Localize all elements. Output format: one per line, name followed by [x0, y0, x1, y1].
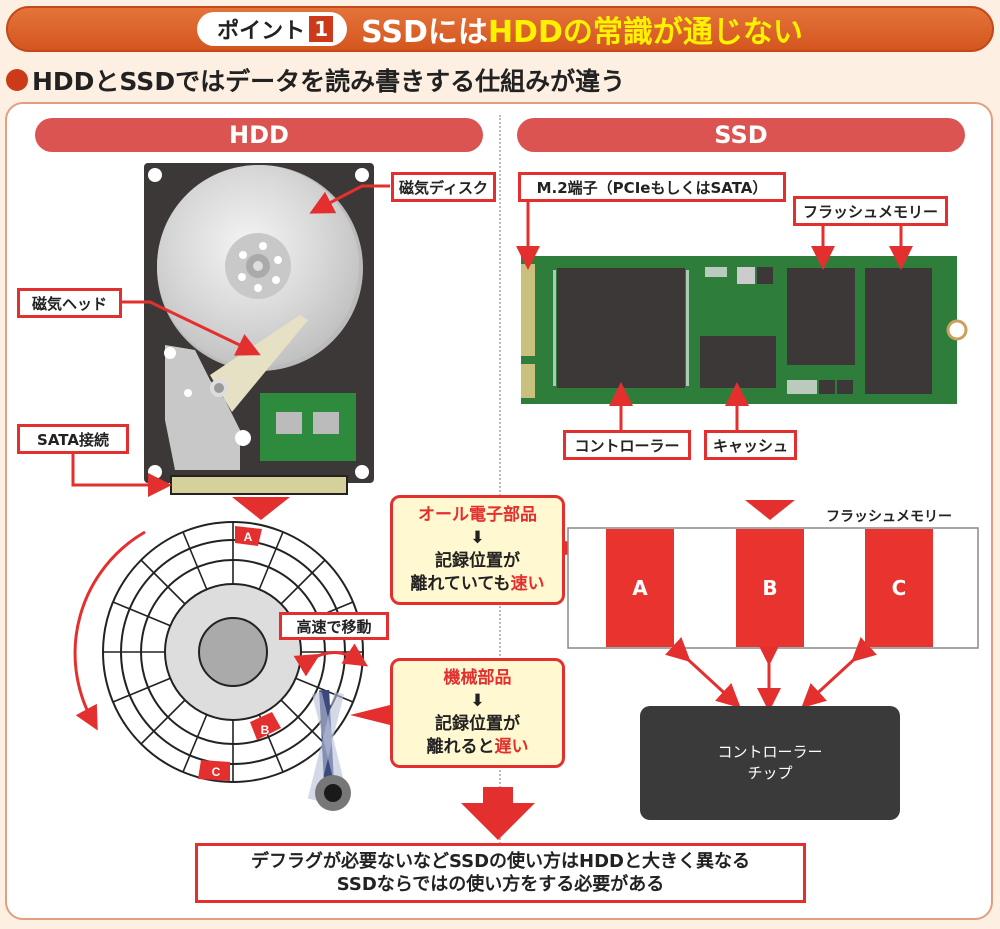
point-label: ポイント	[217, 19, 306, 44]
label-magnetic-disk: 磁気ディスク	[391, 172, 496, 202]
label-sata-connection: SATA接続	[17, 424, 129, 454]
chip-line2: チップ	[747, 764, 793, 782]
ssd-callout: オール電子部品 ⬇ 記録位置が 離れていても速い	[390, 495, 565, 605]
sector-highlights: A B C	[198, 526, 281, 781]
hdd-illustration	[144, 163, 374, 495]
ssd-callout-fast: 速い	[510, 573, 545, 594]
hdd-section-header: HDD	[35, 118, 483, 152]
hdd-callout-line1: 記録位置が	[435, 714, 520, 734]
conclusion-line1: デフラグが必要ないなどSSDの使い方はHDDと大きく異なる	[250, 850, 750, 872]
section-divider	[499, 115, 501, 855]
ssd-callout-line2: 離れていても	[410, 573, 511, 594]
hdd-callout-heading: 機械部品	[443, 668, 512, 689]
label-flash-memory: フラッシュメモリー	[793, 196, 948, 226]
ssd-callout-line1: 記録位置が	[435, 551, 520, 571]
label-cache: キャッシュ	[704, 430, 797, 460]
hdd-callout-slow: 遅い	[494, 736, 529, 757]
point-number: 1	[309, 16, 334, 42]
ssd-callout-heading: オール電子部品	[418, 505, 537, 526]
conclusion-line2: SSDならではの使い方をする必要がある	[336, 874, 665, 895]
conclusion-box: デフラグが必要ないなどSSDの使い方はHDDと大きく異なる SSDならではの使い…	[195, 843, 806, 903]
title-bar: ポイント 1 SSDにはHDDの常識が通じない	[6, 6, 994, 52]
ssd-section-header: SSD	[517, 118, 965, 152]
svg-text:B: B	[261, 723, 270, 737]
svg-text:C: C	[212, 765, 221, 779]
down-arrow-icon: ⬇	[470, 528, 485, 549]
ssd-illustration	[521, 256, 968, 404]
controller-chip: コントローラー チップ	[640, 706, 900, 820]
flash-memory-title: フラッシュメモリー	[826, 509, 952, 525]
subtitle-text: HDDとSSDではデータを読み書きする仕組みが違う	[32, 67, 626, 96]
hdd-callout: 機械部品 ⬇ 記録位置が 離れると遅い	[390, 658, 565, 768]
bullet-icon	[6, 69, 28, 91]
down-arrow-icon: ⬇	[470, 691, 485, 712]
chip-line1: コントローラー	[717, 743, 823, 761]
label-magnetic-head: 磁気ヘッド	[17, 288, 122, 318]
label-m2-connector: M.2端子（PCIeもしくはSATA）	[518, 172, 786, 202]
flash-block-a: A	[606, 529, 674, 647]
svg-text:A: A	[244, 530, 253, 544]
title-highlight: HDDの常識が通じない	[487, 15, 803, 50]
hdd-callout-line2: 離れると	[426, 736, 495, 757]
title-text: SSDには	[361, 15, 488, 50]
label-high-speed-move: 高速で移動	[279, 612, 389, 640]
subtitle: HDDとSSDではデータを読み書きする仕組みが違う	[6, 62, 625, 98]
point-badge: ポイント 1	[197, 12, 348, 46]
flash-block-c: C	[865, 529, 933, 647]
flash-block-b: B	[736, 529, 804, 647]
label-controller: コントローラー	[563, 430, 691, 460]
